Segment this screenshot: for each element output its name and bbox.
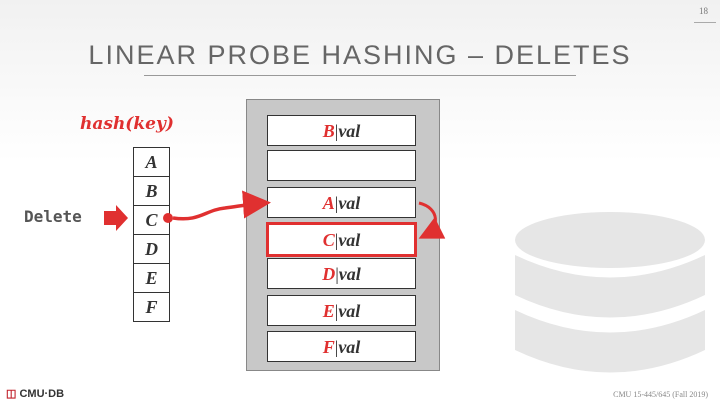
hash-pointer-arrow <box>163 190 271 223</box>
hash-function-label: hash(key) <box>80 114 174 134</box>
slot-value: val <box>338 121 361 141</box>
slot-value: val <box>338 301 361 321</box>
slide-number: 18 <box>699 6 708 16</box>
slot-value: val <box>338 193 361 213</box>
page-title: LINEAR PROBE HASHING – DELETES <box>88 40 632 70</box>
slot-separator: | <box>334 193 339 213</box>
slot-key: D <box>322 264 336 284</box>
logo-text: CMU·DB <box>19 388 65 400</box>
course-footer: CMU 15-445/645 (Fall 2019) <box>613 390 708 399</box>
slot-key: F <box>322 337 335 357</box>
slot-key: C <box>322 230 335 250</box>
slot-separator: | <box>334 230 339 250</box>
slot-separator: | <box>334 301 339 321</box>
slide-number-rule <box>694 22 716 23</box>
key-item: F <box>145 297 158 317</box>
slot-separator: | <box>334 337 339 357</box>
hash-slot-1-empty <box>267 150 416 181</box>
slot-key: A <box>322 193 335 213</box>
database-watermark-icon <box>515 212 705 373</box>
probe-arrow <box>418 201 446 239</box>
db-logo-icon: ◫ <box>6 388 17 400</box>
slot-separator: | <box>335 264 339 284</box>
hash-slot-5: E|val <box>267 295 416 326</box>
key-item: E <box>134 264 169 293</box>
slot-separator: | <box>334 121 339 141</box>
hash-slot-2: A|val <box>267 187 416 218</box>
hash-slot-3-highlighted: C|val <box>266 222 417 257</box>
cmu-db-logo: ◫ CMU·DB <box>6 387 64 400</box>
slot-key: B <box>322 121 335 141</box>
key-item: D <box>134 235 169 264</box>
hash-slot-6: F|val <box>267 331 416 362</box>
slot-key: E <box>322 301 335 321</box>
slot-value: val <box>338 230 361 250</box>
key-list: A B C D E F <box>133 147 170 322</box>
key-item: C <box>134 206 169 235</box>
slot-value: val <box>338 337 361 357</box>
key-item: B <box>134 177 169 206</box>
delete-label: Delete <box>24 207 82 226</box>
title-divider <box>144 75 576 76</box>
delete-arrow-icon <box>104 205 128 231</box>
key-item: A <box>134 148 169 177</box>
hash-slot-4: D|val <box>267 258 416 289</box>
hash-slot-0: B|val <box>267 115 416 146</box>
slot-value: val <box>338 264 361 284</box>
